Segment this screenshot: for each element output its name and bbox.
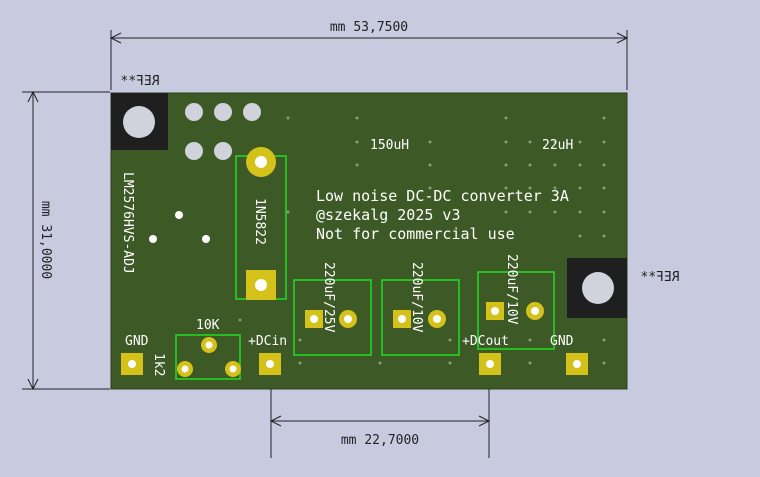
inductor2-label: 22uH [542, 138, 573, 153]
cap1-pad-round-hole [344, 315, 352, 323]
cap3-courtyard [477, 271, 555, 350]
diode-pad-round-hole [255, 156, 267, 168]
dcout-pad-hole [486, 360, 494, 368]
gnd-right-pad-hole [573, 360, 581, 368]
height-dimension-label: mm 31,0000 [38, 201, 53, 279]
gnd-left-pad-hole [128, 360, 136, 368]
cap2-label: 220uF/10V [409, 262, 424, 333]
cap1-label: 220uF/25V [321, 262, 336, 333]
trimmer-pad-right-hole [229, 365, 237, 373]
diode-pad-square-hole [255, 279, 267, 291]
cap2-pad-square-hole [398, 315, 406, 323]
dcin-pad-hole [266, 360, 274, 368]
via-dots-group [238, 116, 606, 365]
cap1-courtyard [293, 279, 372, 356]
mounting-hole-right[interactable] [582, 272, 614, 304]
title-line-3: Not for commercial use [316, 225, 515, 243]
ic-label: LM2576HVS-ADJ [120, 172, 135, 274]
gnd-left-label: GND [125, 334, 149, 349]
inductor1-label: 150uH [370, 138, 409, 153]
title-line-2: @szekalg 2025 v3 [316, 206, 461, 224]
diode-label: 1N5822 [252, 198, 267, 245]
dimension-height [22, 90, 110, 391]
cap2-pad-round-hole [433, 315, 441, 323]
ref-top-left-label: REF** [120, 74, 159, 89]
ref-right-label: REF** [640, 270, 679, 285]
resistor-label: 1k2 [151, 353, 166, 376]
trimmer-courtyard [175, 334, 241, 380]
trimmer-label: 10K [196, 318, 220, 333]
cap3-pad-round-hole [531, 307, 539, 315]
pcb-board[interactable] [110, 92, 628, 390]
trimmer-pad-top-hole [205, 341, 213, 349]
pad-spacing-dimension-label: mm 22,7000 [341, 433, 419, 448]
gnd-right-label: GND [550, 334, 574, 349]
title-line-1: Low noise DC-DC converter 3A [316, 187, 569, 205]
dcout-label: +DCout [462, 334, 509, 349]
width-dimension-label: mm 53,7500 [330, 20, 408, 35]
cap3-pad-square-hole [491, 307, 499, 315]
dimension-width [109, 30, 629, 90]
vias-group [149, 211, 210, 243]
cap2-courtyard [381, 279, 460, 356]
trimmer-pad-left-hole [181, 365, 189, 373]
drill-holes-group [185, 103, 261, 160]
dcin-label: +DCin [248, 334, 287, 349]
cap3-label: 220uF/10V [504, 254, 519, 325]
mounting-hole-top-left[interactable] [123, 106, 155, 138]
cap1-pad-square-hole [310, 315, 318, 323]
dimension-pad-spacing [269, 380, 491, 458]
